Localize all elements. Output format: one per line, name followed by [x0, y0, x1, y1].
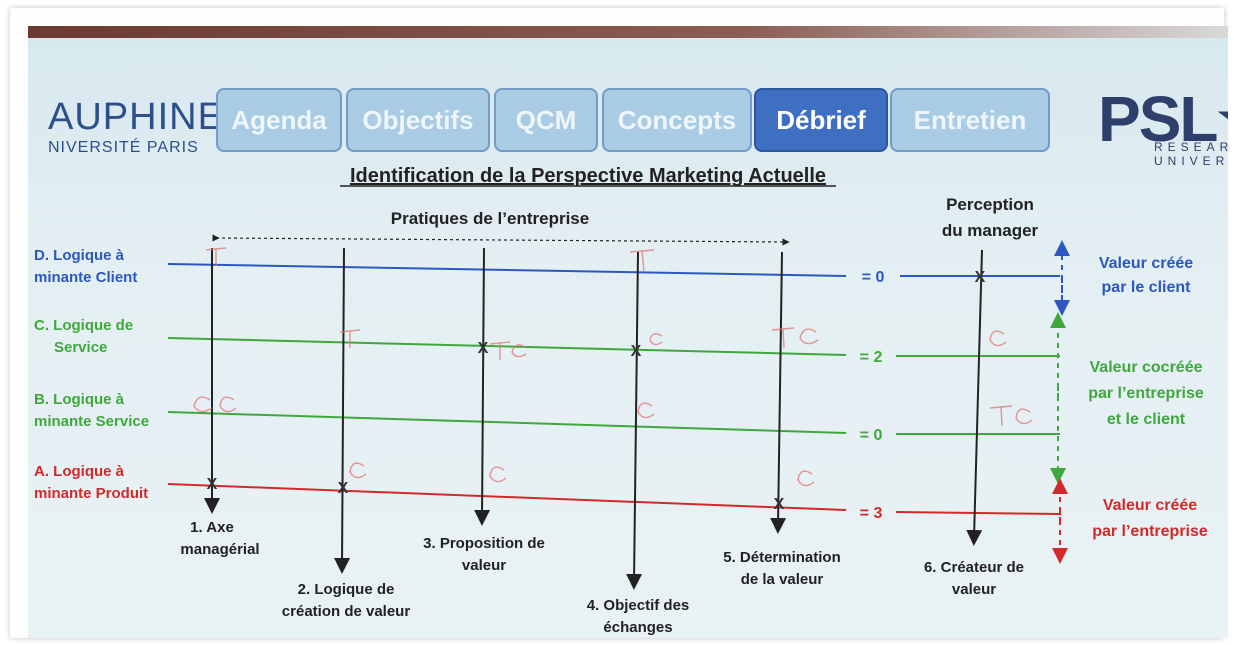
marker-axis5-rowA: X [774, 496, 785, 513]
right-label-enterprise-line1: Valeur créée [1103, 497, 1197, 514]
psl-logo-research: RESEARCH [1154, 140, 1228, 154]
photo-frame: AUPHINE NIVERSITÉ PARIS Agenda Objectifs… [10, 8, 1228, 638]
row-b-line [167, 411, 847, 434]
axis-5-line [770, 251, 787, 534]
projected-slide: AUPHINE NIVERSITÉ PARIS Agenda Objectifs… [28, 26, 1228, 638]
axis-4-line [626, 251, 643, 590]
row-d-score: = 0 [862, 269, 885, 286]
practices-range-arrow [212, 234, 790, 246]
row-b-score: = 0 [860, 427, 883, 444]
axis-6-label-line2: valeur [952, 581, 996, 598]
right-label-enterprise-line2: par l’entreprise [1092, 523, 1208, 540]
row-b-label-line1: B. Logique à [34, 391, 125, 408]
row-a-label-line1: A. Logique à [34, 463, 125, 480]
row-a-line-manager [895, 511, 1061, 515]
manager-label-line1: Perception [946, 195, 1034, 214]
axis-5-label-line1: 5. Détermination [723, 549, 841, 566]
row-a-label-line2: minante Produit [34, 485, 148, 502]
practices-label: Pratiques de l’entreprise [391, 209, 589, 228]
row-b-label-line2: minante Service [34, 413, 149, 430]
marker-axis1-rowA: X [207, 476, 218, 493]
slide-top-bar [28, 26, 1228, 38]
psl-logo-name: PSL★ [1098, 83, 1228, 155]
row-c-score: = 2 [860, 349, 883, 366]
marker-axis4-rowC: X [631, 343, 642, 360]
row-d-label-line1: D. Logique à [34, 247, 125, 264]
row-a-line [167, 483, 847, 511]
right-label-client-line2: par le client [1102, 279, 1192, 296]
marker-axis2-rowA: X [338, 480, 349, 497]
axis-2-line [334, 247, 351, 574]
right-label-cocreated-line2: par l’entreprise [1088, 385, 1204, 402]
row-c-line [167, 337, 847, 356]
axis-4-label-line2: échanges [603, 619, 672, 636]
axis-5-label-line2: de la valeur [741, 571, 824, 588]
axis-3-label-line1: 3. Proposition de [423, 535, 545, 552]
axis-1-label-line2: managérial [180, 541, 259, 558]
right-label-cocreated-line3: et le client [1107, 411, 1186, 428]
axis-2-label-line1: 2. Logique de [298, 581, 395, 598]
handwritten-annotations [193, 247, 1033, 487]
tab-concepts[interactable]: Concepts [602, 88, 752, 152]
row-c-label-line1: C. Logique de [34, 317, 133, 334]
tab-agenda[interactable]: Agenda [216, 88, 342, 152]
dauphine-logo-subtitle: NIVERSITÉ PARIS [48, 139, 199, 156]
marker-axis3-rowC: X [478, 340, 489, 357]
axis-1-label-line1: 1. Axe [190, 519, 234, 536]
axis-4-label-line1: 4. Objectif des [587, 597, 690, 614]
row-a-score: = 3 [860, 505, 883, 522]
marker-axis6-rowD: X [975, 269, 986, 286]
psl-logo-university: UNIVERSITY [1154, 154, 1228, 168]
axis-3-label-line2: valeur [462, 557, 506, 574]
axis-6-line [966, 249, 983, 546]
tab-debrief[interactable]: Débrief [754, 88, 888, 152]
psl-logo-subtitle: RESEARCH UNIVERSITY [1154, 140, 1228, 168]
manager-label-line2: du manager [942, 221, 1039, 240]
psl-logo: PSL★ RESEARCH UNIVERSITY [1098, 82, 1228, 168]
tab-entretien[interactable]: Entretien [890, 88, 1050, 152]
dauphine-logo: AUPHINE NIVERSITÉ PARIS [48, 96, 224, 157]
right-label-cocreated-line1: Valeur cocréée [1090, 359, 1203, 376]
dauphine-logo-name: AUPHINE [48, 96, 224, 138]
row-c-label-line2: Service [54, 339, 107, 356]
tab-qcm[interactable]: QCM [494, 88, 598, 152]
axis-6-label-line1: 6. Créateur de [924, 559, 1024, 576]
row-d-label-line2: minante Client [34, 269, 137, 286]
right-label-client-line1: Valeur créée [1099, 255, 1193, 272]
row-d-line [167, 263, 847, 277]
diagram-title: Identification de la Perspective Marketi… [350, 165, 826, 187]
tab-objectifs[interactable]: Objectifs [346, 88, 490, 152]
axis-3-line [474, 247, 491, 526]
axis-2-label-line2: création de valeur [282, 603, 411, 620]
marketing-perspective-diagram: Identification de la Perspective Marketi… [34, 165, 1208, 636]
